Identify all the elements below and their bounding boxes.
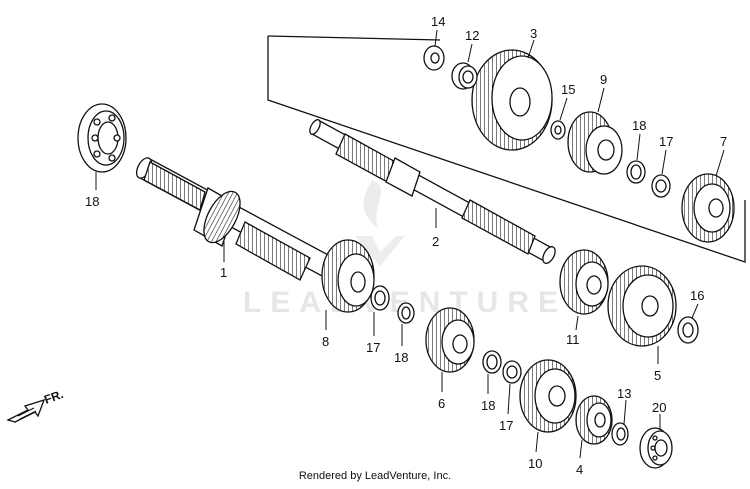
callout-14: 14 (431, 14, 445, 29)
callout-5: 5 (654, 368, 661, 383)
washer-17-upper (651, 174, 671, 198)
washer-16 (677, 316, 699, 344)
callout-9: 9 (600, 72, 607, 87)
bearing-20 (639, 427, 673, 469)
callout-6: 6 (438, 396, 445, 411)
direction-label: FR. (42, 387, 65, 407)
callout-17-left: 17 (366, 340, 380, 355)
callout-13: 13 (617, 386, 631, 401)
gear-6 (425, 307, 475, 373)
callout-19: 18 (85, 194, 99, 209)
washer-14 (423, 45, 445, 71)
bushing-13 (611, 422, 629, 446)
washer-15 (550, 120, 566, 140)
callout-17-lower: 17 (499, 418, 513, 433)
leader-lines (95, 29, 725, 459)
callout-10: 10 (528, 456, 542, 471)
callout-16: 16 (690, 288, 704, 303)
gear-5 (607, 265, 677, 347)
callout-8: 8 (322, 334, 329, 349)
callout-3: 3 (530, 26, 537, 41)
callout-18-upper: 18 (632, 118, 646, 133)
circlip-18-upper (626, 160, 646, 184)
front-direction-arrow: FR. (6, 387, 65, 423)
callout-7: 7 (720, 134, 727, 149)
gear-9 (567, 111, 623, 175)
callout-2: 2 (432, 234, 439, 249)
callout-18-lower: 18 (481, 398, 495, 413)
callout-18-left: 18 (394, 350, 408, 365)
countershaft (309, 119, 556, 264)
callout-20: 20 (652, 400, 666, 415)
gear-7 (681, 173, 735, 243)
gear-3 (471, 49, 553, 151)
callout-15: 15 (561, 82, 575, 97)
callout-12: 12 (465, 28, 479, 43)
footer-credit: Rendered by LeadVenture, Inc. (298, 470, 452, 482)
callout-1: 1 (220, 265, 227, 280)
callout-17-upper: 17 (659, 134, 673, 149)
callout-11: 11 (566, 332, 580, 347)
bushing-12 (451, 62, 478, 90)
bearing-19 (77, 103, 127, 173)
callout-labels: 14 12 3 15 9 18 17 7 2 1 18 8 17 18 6 18… (85, 14, 727, 477)
gear-8 (321, 239, 375, 313)
circlip-18-left (397, 302, 415, 324)
callout-4: 4 (576, 462, 583, 477)
gear-11 (559, 249, 609, 315)
countershaft-assembly-box (267, 35, 746, 263)
gear-10 (519, 359, 577, 433)
mainshaft (135, 157, 331, 281)
gear-4 (575, 395, 613, 445)
washer-17-lower (502, 360, 522, 384)
circlip-18-lower (482, 350, 502, 374)
washer-17-left (370, 285, 390, 311)
